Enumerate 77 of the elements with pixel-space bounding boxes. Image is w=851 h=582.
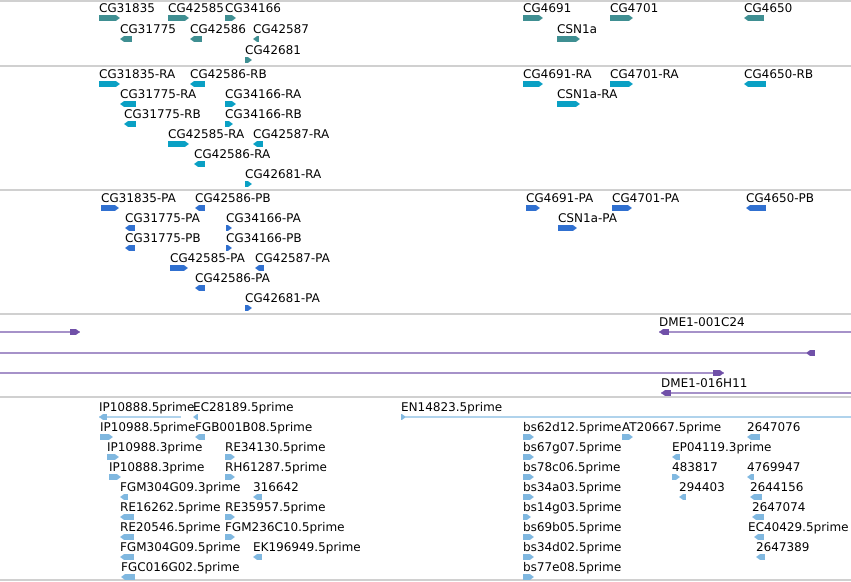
feature-label: CG4691-RA <box>523 67 592 81</box>
feature-label: CG4701 <box>610 1 658 15</box>
feature-label: RE34130.5prime <box>225 440 326 454</box>
feature-label: CG42587-RA <box>253 127 330 141</box>
feature-label: CG4701-RA <box>610 67 679 81</box>
feature-label: CG4650-RB <box>744 67 814 81</box>
feature-label: DME1-016H11 <box>661 376 748 390</box>
feature-label: CG42586-PB <box>195 191 271 205</box>
feature-label: CG4691-PA <box>526 191 594 205</box>
feature-label: CG42681-RA <box>245 167 322 181</box>
feature-label: CSN1a-RA <box>557 87 618 101</box>
feature-label: CG42587-PA <box>255 251 330 265</box>
feature-label: EC40429.5prime <box>748 520 849 534</box>
feature-label: RE20546.5prime <box>120 520 220 534</box>
feature-label: 2647389 <box>756 540 810 554</box>
feature-label: CG4650 <box>744 1 792 15</box>
feature-label: bs69b05.5prime <box>523 520 622 534</box>
feature-label: CG31775 <box>120 22 176 36</box>
feature-label: CG31775-PB <box>125 231 201 245</box>
feature-label: 2647076 <box>747 420 800 434</box>
feature-label: IP10888.3prime <box>109 460 204 474</box>
feature-label: CG42585-PA <box>170 251 245 265</box>
feature-label: IP10888.5prime <box>99 400 194 414</box>
feature-label: CG34166-RB <box>225 107 302 121</box>
feature-label: CG31835-RA <box>99 67 176 81</box>
feature-label: FGM304G09.3prime <box>120 480 240 494</box>
feature-label: 483817 <box>672 460 718 474</box>
feature-label: CG34166-PB <box>226 231 302 245</box>
feature-label: IP10988.5prime <box>100 420 196 434</box>
feature-label: RE35957.5prime <box>225 500 326 514</box>
feature-label: EK196949.5prime <box>253 540 361 554</box>
feature-label: RE16262.5prime <box>120 500 220 514</box>
feature-label: RH61287.5prime <box>225 460 327 474</box>
feature-label: FGM304G09.5prime <box>120 540 240 554</box>
feature-label: CG42587 <box>253 22 309 36</box>
feature-label: 2647074 <box>752 500 806 514</box>
feature-label: EP04119.3prime <box>672 440 772 454</box>
feature-label: bs34d02.5prime <box>523 540 622 554</box>
feature-label: CG4691 <box>523 1 572 15</box>
feature-label: 316642 <box>253 480 299 494</box>
feature-label: IP10988.3prime <box>107 440 202 454</box>
feature-label: CG4650-PB <box>746 191 814 205</box>
feature-label: CG4701-PA <box>612 191 680 205</box>
feature-label: bs14g03.5prime <box>523 500 622 514</box>
feature-label: 2644156 <box>750 480 804 494</box>
feature-label: 4769947 <box>747 460 800 474</box>
feature-label: CG34166-RA <box>225 87 302 101</box>
feature-label: CG34166-PA <box>226 211 301 225</box>
feature-label: CG42586-PA <box>195 271 270 285</box>
feature-label: bs62d12.5prime <box>523 420 622 434</box>
feature-label: 294403 <box>679 480 725 494</box>
feature-label: CG42681-PA <box>245 291 320 305</box>
feature-label: bs34a03.5prime <box>523 480 622 494</box>
feature-label: EC28189.5prime <box>193 400 294 414</box>
feature-label: CG31775-RA <box>120 87 196 101</box>
feature-label: CG42585 <box>168 1 224 15</box>
feature-label: CG42586 <box>190 22 246 36</box>
feature-label: CG42586-RA <box>194 147 270 161</box>
feature-label: CG34166 <box>225 1 281 15</box>
feature-label: bs77e08.5prime <box>523 560 622 574</box>
feature-label: CG31835-PA <box>101 191 176 205</box>
feature-label: CG31835 <box>99 1 155 15</box>
feature-label: bs78c06.5prime <box>523 460 620 474</box>
feature-label: CG31775-RB <box>124 107 201 121</box>
feature-label: FGC016G02.5prime <box>121 560 240 574</box>
feature-label: AT20667.5prime <box>622 420 722 434</box>
feature-label: CSN1a <box>557 22 597 36</box>
feature-label: CG42586-RB <box>190 67 267 81</box>
feature-label: CG31775-PA <box>125 211 200 225</box>
feature-label: CG42681 <box>245 43 301 57</box>
feature-label: FGM236C10.5prime <box>225 520 345 534</box>
feature-label: FGB001B08.5prime <box>195 420 312 434</box>
feature-label: bs67g07.5prime <box>523 440 622 454</box>
feature-label: CSN1a-PA <box>558 211 617 225</box>
feature-label: EN14823.5prime <box>401 400 502 414</box>
feature-label: CG42585-RA <box>168 127 244 141</box>
feature-label: DME1-001C24 <box>659 315 745 329</box>
